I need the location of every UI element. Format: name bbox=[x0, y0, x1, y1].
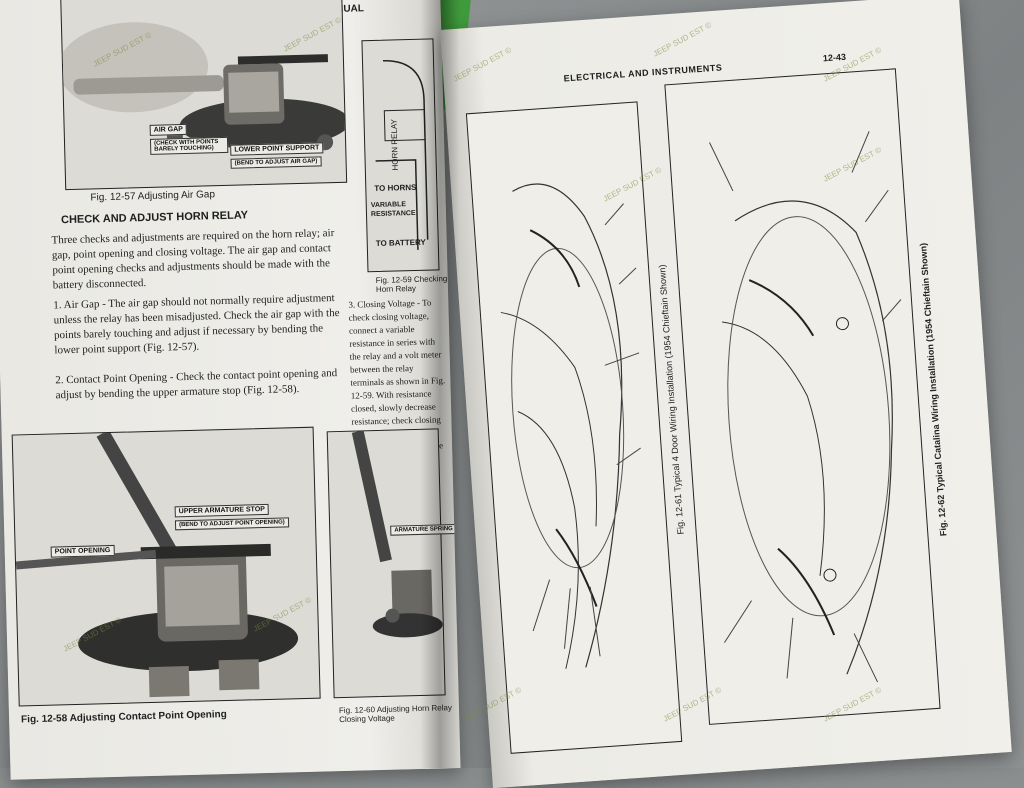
figure-12-57: AIR GAP (CHECK WITH POINTS BARELY TOUCHI… bbox=[58, 0, 350, 191]
paragraph-contact-point: 2. Contact Point Opening - Check the con… bbox=[55, 367, 338, 402]
figure-12-61 bbox=[465, 101, 683, 754]
caption-fig-12-57: Fig. 12-57 Adjusting Air Gap bbox=[90, 189, 216, 204]
callout-to-horns: TO HORNS bbox=[374, 182, 417, 194]
section-title: CHECK AND ADJUST HORN RELAY bbox=[60, 209, 249, 227]
figure-12-58: UPPER ARMATURE STOP (BEND TO ADJUST POIN… bbox=[11, 426, 321, 707]
caption-fig-12-58: Fig. 12-58 Adjusting Contact Point Openi… bbox=[20, 709, 227, 726]
paragraph-air-gap: 1. Air Gap - The air gap should not norm… bbox=[53, 292, 340, 357]
figure-12-62 bbox=[664, 68, 941, 725]
paragraph-intro: Three checks and adjustments are require… bbox=[51, 227, 335, 292]
right-page: ELECTRICAL AND INSTRUMENTS 12-43 Fig. 12… bbox=[440, 0, 1012, 788]
closing-voltage-illustration bbox=[351, 430, 443, 638]
left-page: A PONTIAC SHOP MANUAL AIR GAP (CHECK WIT… bbox=[0, 0, 461, 780]
catalina-wiring-diagram bbox=[709, 131, 902, 683]
callout-horn-relay: HORN RELAY bbox=[389, 118, 400, 171]
callout-air-gap-note: (CHECK WITH POINTS BARELY TOUCHING) bbox=[149, 136, 229, 155]
contact-point-illustration bbox=[15, 429, 299, 698]
figure-12-59: HORN RELAY TO HORNS VARIABLE RESISTANCE … bbox=[361, 38, 440, 273]
callout-point-opening: POINT OPENING bbox=[50, 544, 115, 558]
callout-air-gap: AIR GAP bbox=[149, 123, 188, 136]
callout-to-battery: TO BATTERY bbox=[375, 237, 426, 248]
figure-12-60: ARMATURE SPRING bbox=[326, 428, 457, 699]
four-door-wiring-diagram bbox=[500, 183, 641, 669]
air-gap-illustration bbox=[58, 22, 350, 151]
horn-relay-circuit-illustration bbox=[375, 59, 429, 250]
book-gutter-shadow bbox=[420, 0, 460, 768]
